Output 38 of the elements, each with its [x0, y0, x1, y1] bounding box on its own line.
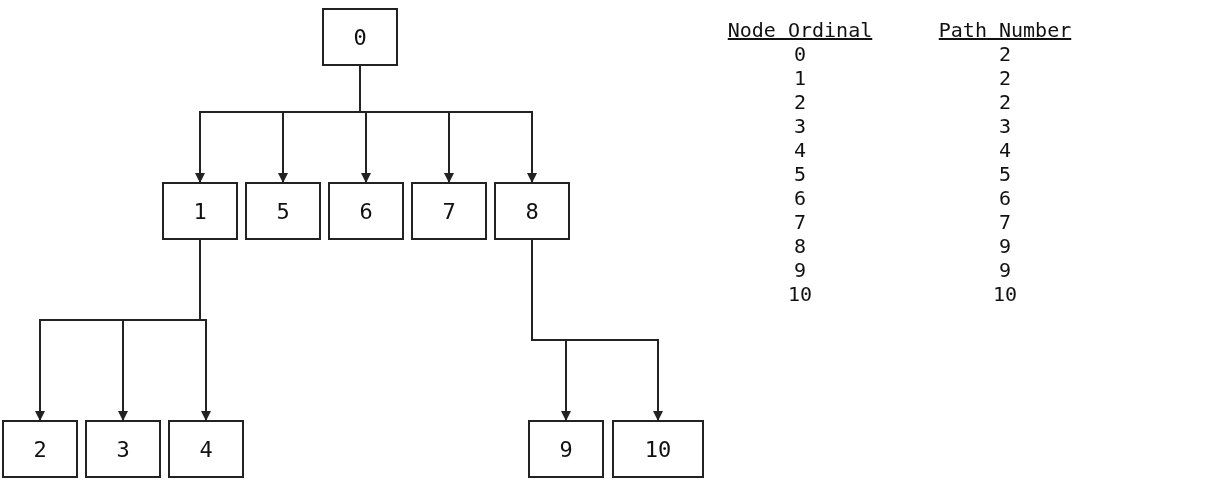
table-value: 6	[793, 186, 806, 210]
table-value: 3	[998, 114, 1011, 138]
table-value: 5	[793, 162, 806, 186]
table-value: 9	[793, 258, 806, 282]
table-value: 4	[793, 138, 806, 162]
node-box: 10	[612, 420, 704, 478]
table-value: 7	[793, 210, 806, 234]
node-box: 2	[2, 420, 78, 478]
table-value: 2	[998, 90, 1011, 114]
table-value: 2	[998, 66, 1011, 90]
table-value: 2	[998, 42, 1011, 66]
node-box: 6	[328, 182, 404, 240]
node-box: 8	[494, 182, 570, 240]
table-value: 0	[793, 42, 806, 66]
table-value: 2	[793, 90, 806, 114]
table-value: 5	[998, 162, 1011, 186]
node-box: 3	[85, 420, 161, 478]
table-value: 4	[998, 138, 1011, 162]
table-value: 1	[793, 66, 806, 90]
table-value: 6	[998, 186, 1011, 210]
table-value: 10	[787, 282, 813, 306]
table-value: 3	[793, 114, 806, 138]
connector-arrow	[531, 239, 663, 421]
table-value: 10	[992, 282, 1018, 306]
table-value: 9	[998, 258, 1011, 282]
node-box: 1	[162, 182, 238, 240]
table-value: 9	[998, 234, 1011, 258]
table-value: 7	[998, 210, 1011, 234]
table-value: 8	[793, 234, 806, 258]
node-box: 9	[528, 420, 604, 478]
node-box: 5	[245, 182, 321, 240]
connector-arrow	[359, 65, 537, 183]
column-header: Path Number	[938, 18, 1072, 42]
node-box: 0	[322, 8, 398, 66]
column-header: Node Ordinal	[727, 18, 873, 42]
connector-arrow	[199, 239, 211, 421]
node-box: 7	[411, 182, 487, 240]
node-box: 4	[168, 420, 244, 478]
